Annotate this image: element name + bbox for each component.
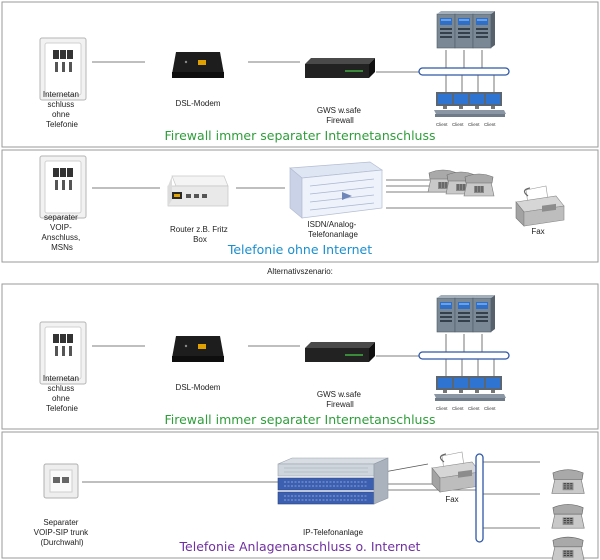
firewall-icon xyxy=(305,58,375,78)
server-icon xyxy=(472,10,496,49)
pbx-label: IP-Telefonanlage xyxy=(303,528,364,537)
firewall-label: GWS w.safe Firewall xyxy=(317,106,363,125)
isdn-pbx-icon xyxy=(289,161,383,219)
ip-phone-icon xyxy=(551,536,585,560)
panel-firewall-bottom: Internetan schluss ohne Telefonie DSL-Mo… xyxy=(1,283,599,430)
lan-bus xyxy=(418,50,510,92)
panel-telephony-no-internet: separater VOIP- Anschluss, MSNs Router z… xyxy=(1,149,599,263)
server-icon xyxy=(472,294,496,333)
ip-pbx-icon xyxy=(277,457,389,505)
workstation-labels: Client Client Client Client xyxy=(436,406,496,411)
firewall-icon xyxy=(305,342,375,362)
panel-caption: Telefonie ohne Internet xyxy=(227,242,372,257)
phone-bus xyxy=(475,453,540,543)
wall-socket-icon xyxy=(39,155,87,219)
panel-caption: Firewall immer separater Internetanschlu… xyxy=(165,128,436,143)
router-label: Router z.B. Fritz Box xyxy=(170,225,230,244)
phone-icon xyxy=(463,173,495,197)
modem-label: DSL-Modem xyxy=(176,383,221,392)
lan-bus xyxy=(418,334,510,376)
workstation-labels: Client Client Client Client xyxy=(436,122,496,127)
router-icon xyxy=(167,175,229,207)
socket-label: Internetan schluss ohne Telefonie xyxy=(43,90,81,129)
firewall-label: GWS w.safe Firewall xyxy=(317,390,363,409)
pbx-label: ISDN/Analog- Telefonanlage xyxy=(307,220,358,239)
socket-label: separater VOIP- Anschluss, MSNs xyxy=(42,213,83,252)
dsl-modem-icon xyxy=(172,52,224,78)
fax-label: Fax xyxy=(445,495,458,504)
ip-phone-icon xyxy=(551,469,585,494)
voip-socket-icon xyxy=(43,463,79,499)
panel-caption: Telefonie Anlagenanschluss o. Internet xyxy=(179,539,421,554)
alternative-scenario-label: Alternativszenario: xyxy=(267,267,333,276)
socket-label: Internetan schluss ohne Telefonie xyxy=(43,374,81,413)
socket-label: Separater VOIP-SIP trunk (Durchwahl) xyxy=(34,518,91,547)
ip-phone-icon xyxy=(551,503,585,529)
fax-label: Fax xyxy=(531,227,544,236)
panel-caption: Firewall immer separater Internetanschlu… xyxy=(165,412,436,427)
modem-label: DSL-Modem xyxy=(176,99,221,108)
panel-firewall-top: Internetan schluss ohne Telefonie DSL-Mo… xyxy=(1,1,599,148)
dsl-modem-icon xyxy=(172,336,224,362)
panel-telephony-sip-trunk: Separater VOIP-SIP trunk (Durchwahl) IP-… xyxy=(1,431,599,560)
